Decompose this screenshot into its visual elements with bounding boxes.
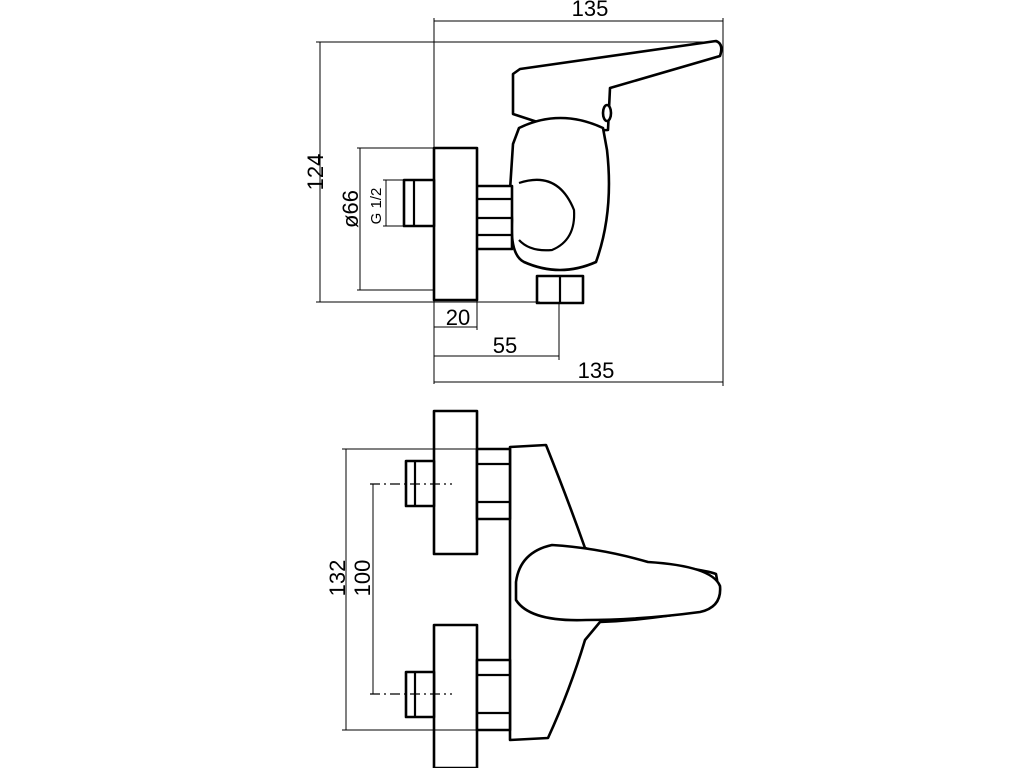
dim-135-bottom-label: 135 (578, 358, 615, 383)
dim-132-label: 132 (325, 560, 350, 597)
front-lower-hex-nut (475, 658, 512, 732)
side-valve-body (508, 116, 611, 272)
dim-o66-label: ø66 (338, 190, 363, 228)
front-upper-flange (432, 409, 479, 556)
dim-100-label: 100 (350, 560, 375, 597)
dim-20-label: 20 (446, 305, 470, 330)
front-upper-hex-nut (475, 447, 512, 521)
front-lower-flange (432, 623, 479, 768)
side-handle-screw (601, 103, 613, 123)
dim-55-label: 55 (493, 333, 517, 358)
dim-124-label: 124 (303, 154, 328, 191)
front-view: 132 100 (325, 409, 722, 768)
side-wall-flange (432, 146, 479, 302)
dim-135-top-label: 135 (572, 0, 609, 21)
side-inlet-stub (402, 178, 436, 228)
side-body-recess (518, 178, 576, 252)
front-handle-outline (514, 543, 722, 622)
side-view: 135 124 ø66 G 1/2 20 55 135 (303, 0, 724, 386)
dim-g12-label: G 1/2 (368, 188, 385, 225)
